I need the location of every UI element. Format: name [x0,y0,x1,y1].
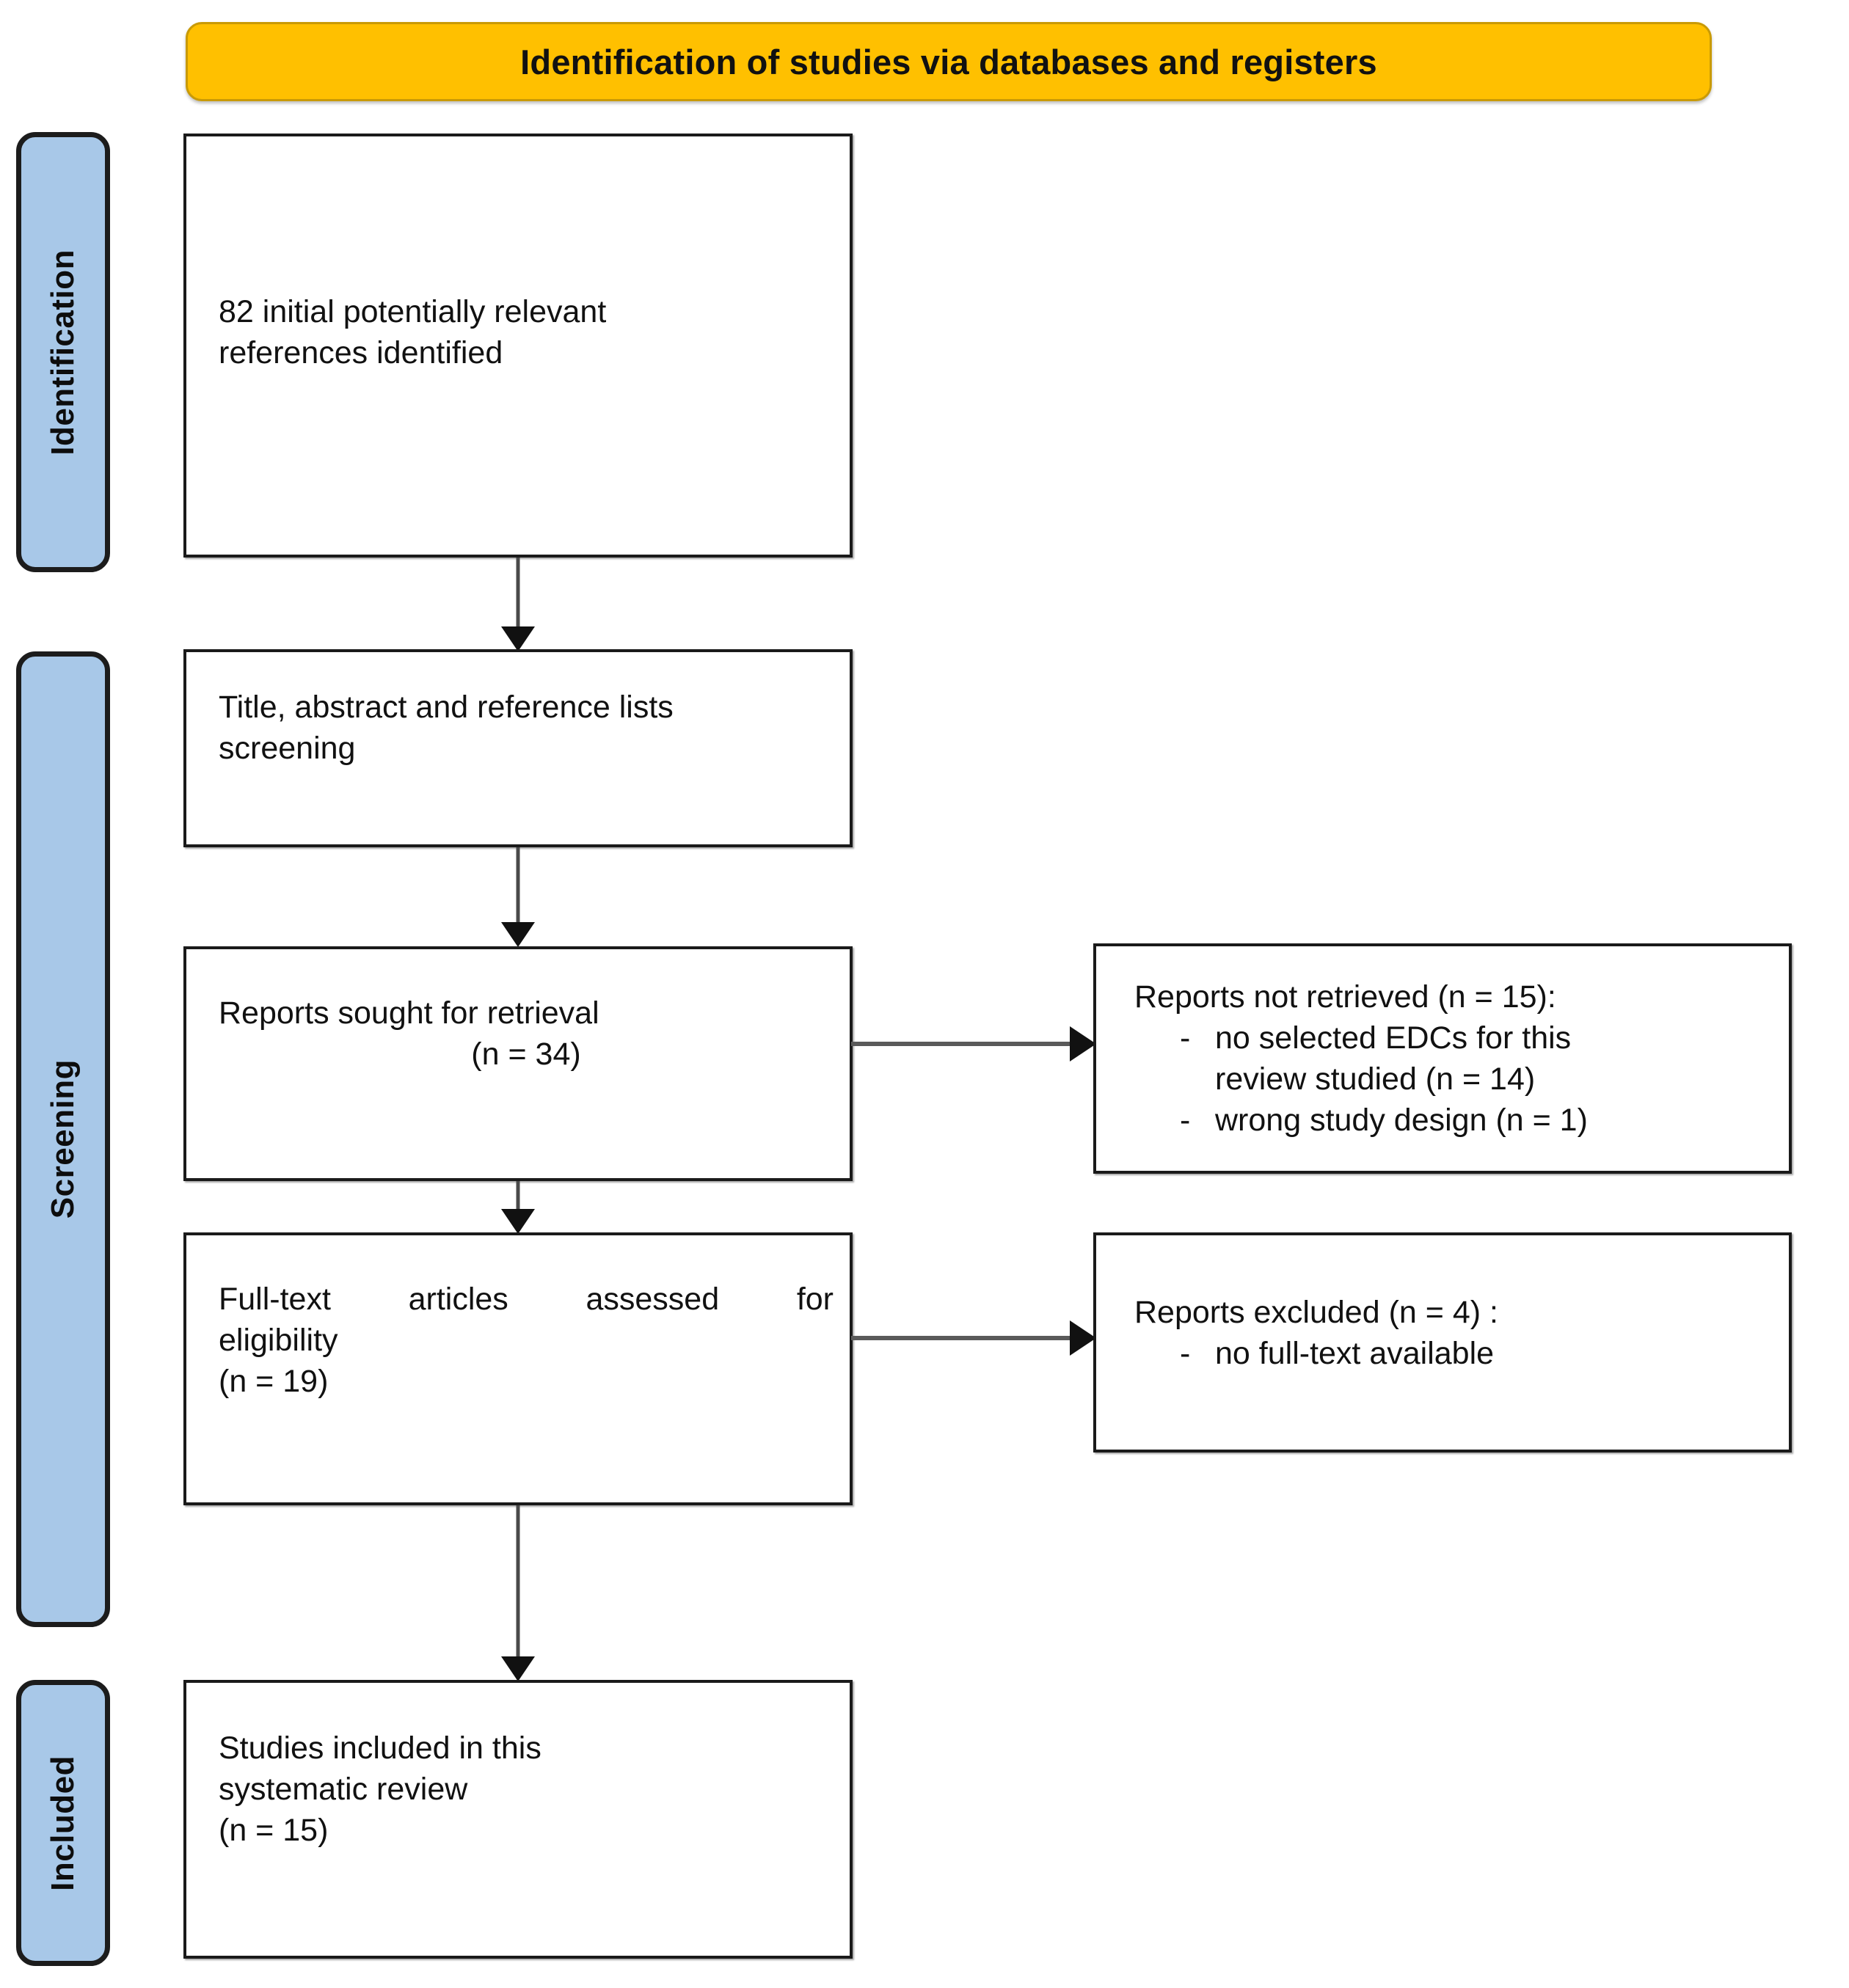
arrow-head-right-icon [1070,1026,1096,1061]
arrow-head-down-icon [501,1209,535,1234]
box-fulltext-articles-assessed: Full-text articles assessed for eligibil… [183,1232,853,1505]
bullet-dash-icon: - [1180,1335,1191,1371]
box-title-abstract-screening: Title, abstract and reference lists scre… [183,649,853,847]
box-identified-line-2: references identified [219,335,503,370]
box-initial-references-identified: 82 initial potentially relevant referenc… [183,134,853,558]
box-title-abstract-screening-body: Title, abstract and reference lists scre… [219,687,834,770]
arrow-fulltext-to-included [445,1505,591,1681]
box-notretrieved-heading: Reports not retrieved (n = 15): [1134,979,1556,1015]
box-screening-line-2: screening [219,730,356,766]
box-notretrieved-bullet-1-text: no selected EDCs for this review studied… [1215,1018,1777,1100]
diagram-header-banner: Identification of studies via databases … [186,22,1712,101]
arrow-shaft [516,1181,520,1210]
arrow-fulltext-to-excluded [851,1316,1096,1360]
box-notretrieved-bullet-2: - wrong study design (n = 1) [1134,1100,1777,1141]
stage-label-screening-text: Screening [45,1059,81,1219]
box-studies-included-body: Studies included in this systematic revi… [219,1728,834,1852]
arrow-shaft [851,1042,1071,1046]
arrow-shaft [851,1336,1071,1340]
box-reports-sought-body: Reports sought for retrieval (n = 34) [219,993,834,1075]
box-excluded-heading: Reports excluded (n = 4) : [1134,1295,1498,1330]
arrow-screening-to-sought [445,847,591,947]
box-notretrieved-bullet-1-line-2: review studied (n = 14) [1215,1061,1536,1097]
arrow-shaft [516,847,520,924]
box-included-line-1: Studies included in this [219,1731,541,1766]
box-notretrieved-bullet-1-line-1: no selected EDCs for this [1215,1020,1572,1056]
stage-label-identification-text: Identification [45,249,81,456]
box-screening-line-1: Title, abstract and reference lists [219,690,674,725]
arrow-shaft [516,1505,520,1658]
box-reports-excluded: Reports excluded (n = 4) : - no full-tex… [1093,1232,1792,1452]
box-fulltext-line-2: eligibility [219,1322,338,1358]
arrow-shaft [516,558,520,628]
box-reports-excluded-body: Reports excluded (n = 4) : - no full-tex… [1134,1293,1777,1375]
box-excluded-bullet-1-text: no full-text available [1215,1335,1495,1371]
bullet-dash-icon: - [1180,1020,1191,1056]
stage-label-screening: Screening [16,651,110,1627]
arrow-head-down-icon [501,626,535,651]
stage-label-identification: Identification [16,132,110,572]
box-initial-references-identified-body: 82 initial potentially relevant referenc… [219,292,834,374]
box-notretrieved-bullet-2-text: wrong study design (n = 1) [1215,1102,1588,1138]
box-sought-line-1: Reports sought for retrieval [219,995,599,1031]
box-fulltext-line-1: Full-text articles assessed for [219,1282,834,1317]
box-notretrieved-bullet-1: - no selected EDCs for this review studi… [1134,1018,1777,1100]
box-sought-line-2: (n = 34) [471,1036,581,1072]
arrow-head-right-icon [1070,1320,1096,1356]
box-reports-sought-for-retrieval: Reports sought for retrieval (n = 34) [183,946,853,1181]
arrow-head-down-icon [501,922,535,947]
box-reports-not-retrieved-body: Reports not retrieved (n = 15): - no sel… [1134,977,1777,1141]
arrow-sought-to-not-retrieved [851,1022,1096,1066]
arrow-head-down-icon [501,1656,535,1681]
box-studies-included: Studies included in this systematic revi… [183,1680,853,1959]
box-included-line-2: systematic review [219,1771,468,1807]
box-excluded-bullet-1: - no full-text available [1134,1334,1777,1375]
arrow-identified-to-screening [445,558,591,651]
bullet-dash-icon: - [1180,1102,1191,1138]
box-included-line-3: (n = 15) [219,1812,329,1848]
box-fulltext-body: Full-text articles assessed for eligibil… [219,1279,834,1403]
arrow-sought-to-fulltext [445,1181,591,1234]
box-identified-line-1: 82 initial potentially relevant [219,294,607,329]
stage-label-included: Included [16,1680,110,1966]
box-fulltext-line-3: (n = 19) [219,1363,329,1399]
stage-label-included-text: Included [45,1755,81,1891]
box-reports-not-retrieved: Reports not retrieved (n = 15): - no sel… [1093,943,1792,1174]
diagram-title: Identification of studies via databases … [520,42,1377,81]
